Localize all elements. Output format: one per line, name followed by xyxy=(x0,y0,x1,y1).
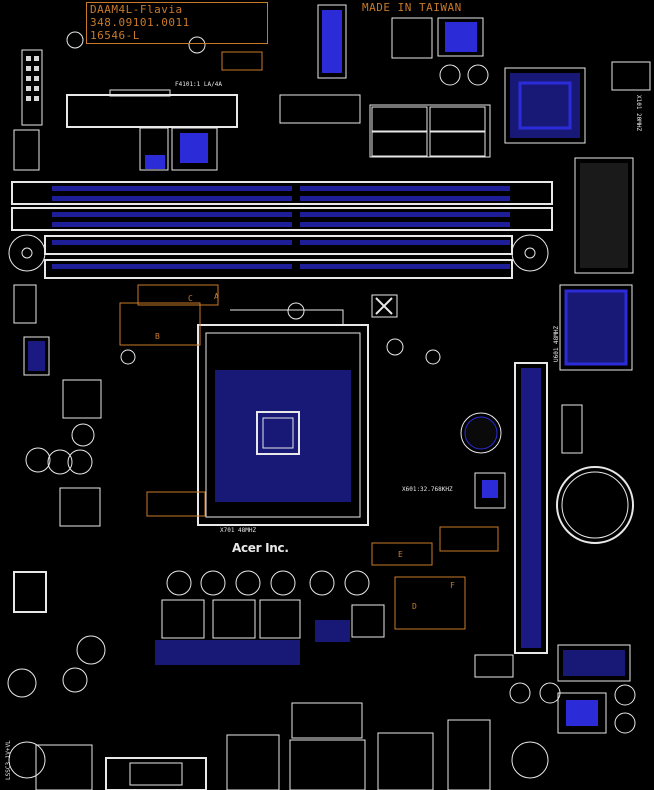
zone-label-a: A xyxy=(214,292,220,301)
top-left-connector xyxy=(13,49,43,171)
dimm-slots xyxy=(11,181,553,279)
zone-label-c: C xyxy=(188,294,194,303)
board-label-frame xyxy=(86,2,268,44)
vertical-label-left: LSSC3 1V+VL xyxy=(5,740,12,780)
vrm-section xyxy=(155,570,385,665)
zone-label-d: D xyxy=(412,602,418,611)
center-chips xyxy=(120,127,441,365)
pin-header xyxy=(66,89,238,128)
board-part-number: 348.09101.0011 xyxy=(90,16,190,29)
brand-logo-text: Acer Inc. xyxy=(232,541,289,555)
zone-label-b: B xyxy=(155,332,161,341)
top-connectors xyxy=(279,4,491,158)
zone-label-f: F xyxy=(450,581,456,590)
header-label: F4101:1 LA/4A xyxy=(175,81,222,88)
crystal-label-2: X601:32.768KHZ xyxy=(402,486,453,493)
board-pcb-code: 16546-L xyxy=(90,29,140,42)
cpu-socket xyxy=(197,309,369,526)
left-components xyxy=(7,284,106,698)
origin-label: MADE IN TAIWAN xyxy=(362,1,462,14)
mounting-holes xyxy=(8,31,549,779)
vertical-label-right-mid: U601 48MHZ xyxy=(553,325,560,362)
vertical-label-right-top: X101 20MHZ xyxy=(635,95,642,132)
board-part-name: DAAM4L-Flavia xyxy=(90,3,183,16)
zone-label-e: E xyxy=(398,550,404,559)
crystal-label-1: X701 48MHZ xyxy=(220,527,257,534)
expansion-slot xyxy=(514,362,548,654)
bottom-io xyxy=(35,644,636,790)
bga-chip-top xyxy=(504,61,651,274)
cpu-zones xyxy=(119,51,499,630)
right-chips xyxy=(460,284,634,544)
